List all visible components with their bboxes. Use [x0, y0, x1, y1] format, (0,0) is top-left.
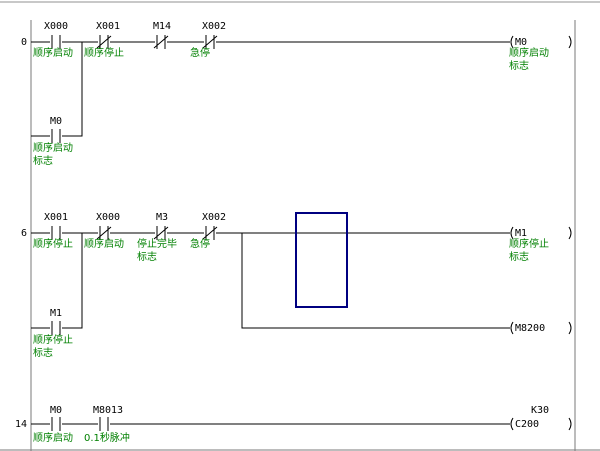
- rung-6[interactable]: 6 X001 顺序停止 X000 顺序启动 M3 停止完毕 标志 X002 急停…: [21, 212, 572, 359]
- device-label: M3: [156, 212, 168, 223]
- device-comment: 急停: [190, 237, 210, 250]
- coil-open-icon: [510, 226, 514, 240]
- coil-comment: 顺序停止: [509, 237, 549, 250]
- contact-x002[interactable]: X002 急停: [190, 212, 226, 250]
- contact-m0[interactable]: M0 顺序启动: [33, 405, 73, 444]
- device-label: M0: [50, 116, 62, 127]
- coil-open-icon: [510, 321, 514, 335]
- coil-comment-line2: 标志: [509, 250, 529, 263]
- branch-wire: [31, 42, 83, 137]
- branch-wire: [31, 233, 83, 329]
- nc-contact-icon: [96, 35, 112, 49]
- coil-device: M8200: [515, 323, 545, 334]
- step-number: 14: [15, 419, 27, 430]
- coil-setting: K30: [531, 405, 549, 416]
- nc-contact-icon: [153, 226, 169, 240]
- device-label: X001: [96, 21, 120, 32]
- device-label: X002: [202, 21, 226, 32]
- device-comment: 顺序停止: [84, 46, 124, 59]
- output-branch-wire: [241, 233, 510, 329]
- device-comment-line2: 标志: [137, 250, 157, 263]
- coil-comment-line2: 标志: [509, 59, 529, 72]
- contact-x002[interactable]: X002 急停: [190, 21, 226, 59]
- rung-0[interactable]: 0 X000 顺序启动 X001 顺序停止 M14 X002 急停: [21, 21, 572, 167]
- coil-close-icon: [568, 417, 572, 431]
- branch-contact-m1[interactable]: M1 顺序停止 标志: [31, 233, 83, 359]
- nc-contact-icon: [202, 35, 218, 49]
- contact-x000[interactable]: X000 顺序启动: [84, 212, 124, 250]
- device-comment: 急停: [190, 46, 210, 59]
- coil-m8200[interactable]: M8200: [510, 321, 572, 335]
- contact-x001[interactable]: X001 顺序停止: [84, 21, 124, 59]
- coil-close-icon: [568, 226, 572, 240]
- contact-m14[interactable]: M14: [153, 21, 171, 49]
- device-comment: 0.1秒脉冲: [84, 431, 130, 444]
- no-contact-icon: [51, 321, 61, 335]
- step-number: 0: [21, 37, 27, 48]
- coil-comment: 顺序启动: [509, 46, 549, 59]
- no-contact-icon: [51, 226, 61, 240]
- coil-device: C200: [515, 419, 539, 430]
- device-comment: 顺序启动: [33, 46, 73, 59]
- device-comment: 顺序启动: [84, 237, 124, 250]
- device-comment: 顺序启动: [33, 431, 73, 444]
- device-label: X001: [44, 212, 68, 223]
- coil-open-icon: [510, 417, 514, 431]
- device-comment: 顺序停止: [33, 237, 73, 250]
- device-label: M8013: [93, 405, 123, 416]
- device-label: X000: [96, 212, 120, 223]
- no-contact-icon: [51, 35, 61, 49]
- no-contact-icon: [51, 417, 61, 431]
- device-label: M0: [50, 405, 62, 416]
- device-comment: 顺序停止: [33, 333, 73, 346]
- coil-device: M0: [515, 37, 527, 48]
- contact-x000[interactable]: X000 顺序启动: [33, 21, 73, 59]
- branch-contact-m0[interactable]: M0 顺序启动 标志: [31, 42, 83, 167]
- coil-m1[interactable]: M1 顺序停止 标志: [509, 226, 572, 263]
- rung-14[interactable]: 14 M0 顺序启动 M8013 0.1秒脉冲 K30 C200: [15, 405, 572, 444]
- step-number: 6: [21, 228, 27, 239]
- contact-m3[interactable]: M3 停止完毕 标志: [137, 212, 177, 263]
- nc-contact-icon: [153, 35, 169, 49]
- contact-m8013[interactable]: M8013 0.1秒脉冲: [84, 405, 130, 444]
- coil-m0[interactable]: M0 顺序启动 标志: [509, 35, 572, 72]
- nc-contact-icon: [96, 226, 112, 240]
- device-label: X000: [44, 21, 68, 32]
- device-label: X002: [202, 212, 226, 223]
- nc-contact-icon: [202, 226, 218, 240]
- device-comment: 停止完毕: [137, 237, 177, 250]
- coil-open-icon: [510, 35, 514, 49]
- coil-close-icon: [568, 321, 572, 335]
- contact-x001[interactable]: X001 顺序停止: [33, 212, 73, 250]
- coil-c200[interactable]: K30 C200: [510, 405, 572, 431]
- device-comment: 顺序启动: [33, 141, 73, 154]
- coil-close-icon: [568, 35, 572, 49]
- device-label: M1: [50, 308, 62, 319]
- device-label: M14: [153, 21, 171, 32]
- coil-device: M1: [515, 228, 527, 239]
- device-comment-line2: 标志: [33, 346, 53, 359]
- device-comment-line2: 标志: [33, 154, 53, 167]
- no-contact-icon: [51, 129, 61, 143]
- no-contact-icon: [99, 417, 109, 431]
- selection-cursor[interactable]: [295, 212, 348, 308]
